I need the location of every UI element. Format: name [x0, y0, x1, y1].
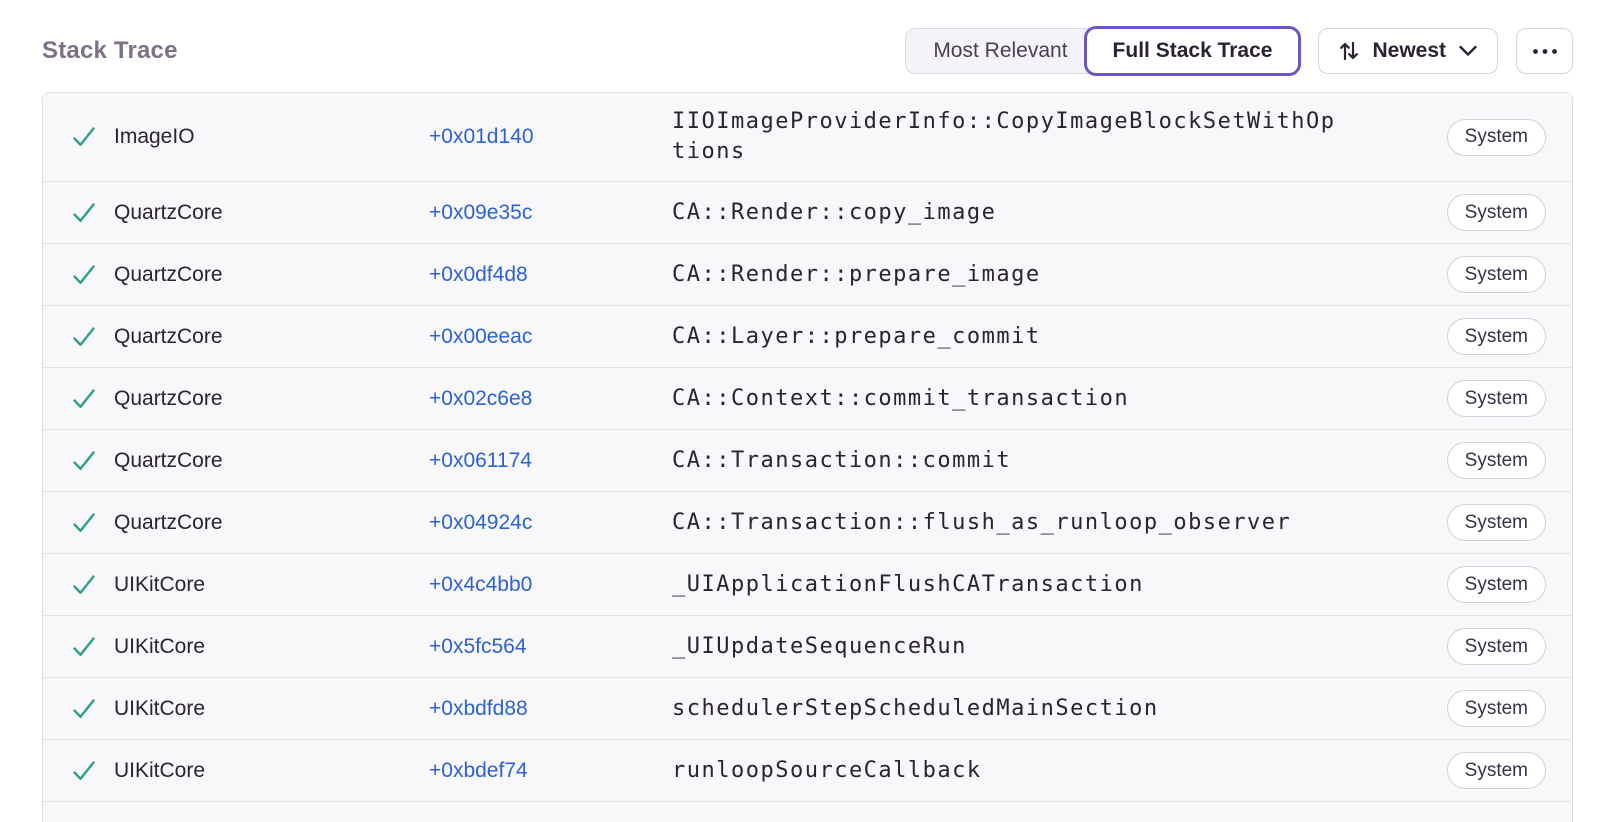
frame-address[interactable]: +0x01d140 — [429, 125, 534, 148]
check-icon — [71, 696, 97, 722]
frame-function: CA::Context::commit_transaction — [672, 385, 1130, 411]
frame-package: QuartzCore — [114, 324, 223, 348]
frame-system-badge: System — [1446, 504, 1546, 541]
check-icon — [71, 124, 97, 150]
frame-function: CA::Render::prepare_image — [672, 261, 1041, 287]
frame-function: CA::Layer::prepare_commit — [672, 323, 1041, 349]
stack-trace-panel: ImageIO +0x01d140 IIOImageProviderInfo::… — [42, 92, 1573, 822]
frame-function: runloopSourceCallback — [672, 757, 982, 783]
frame-package: UIKitCore — [114, 758, 206, 782]
frame-system-badge: System — [1446, 318, 1546, 355]
table-row[interactable]: ImageIO +0x01d140 IIOImageProviderInfo::… — [43, 93, 1572, 181]
table-row[interactable]: UIKitCore +0xbdef74 runloopSourceCallbac… — [43, 739, 1572, 801]
frame-address[interactable]: +0x02c6e8 — [429, 386, 533, 410]
frame-address[interactable]: +0x0df4d8 — [429, 262, 528, 286]
frame-system-badge: System — [1446, 194, 1546, 231]
frame-address[interactable]: +0x4c4bb0 — [429, 572, 533, 596]
frame-system-badge: System — [1446, 628, 1546, 665]
page-title: Stack Trace — [42, 37, 178, 64]
segment-most-relevant[interactable]: Most Relevant — [905, 28, 1096, 74]
sort-button[interactable]: Newest — [1318, 28, 1498, 74]
table-row[interactable]: QuartzCore +0x09e35c CA::Render::copy_im… — [43, 181, 1572, 243]
more-options-button[interactable] — [1516, 28, 1573, 74]
table-row[interactable]: QuartzCore +0x061174 CA::Transaction::co… — [43, 429, 1572, 491]
frame-function: CA::Transaction::commit — [672, 447, 1012, 473]
frame-package: QuartzCore — [114, 510, 223, 534]
stack-trace-view-toggle: Most Relevant Full Stack Trace — [905, 26, 1302, 76]
frame-package: UIKitCore — [114, 572, 206, 596]
frame-function: CA::Render::copy_image — [672, 199, 997, 225]
frame-function: schedulerStepScheduledMainSection — [672, 695, 1159, 721]
frame-address[interactable]: +0x09e35c — [429, 200, 533, 224]
table-row[interactable]: QuartzCore +0x04924c CA::Transaction::fl… — [43, 491, 1572, 553]
frame-package: UIKitCore — [114, 634, 206, 658]
sort-arrows-icon — [1338, 39, 1360, 63]
frame-system-badge: System — [1446, 690, 1546, 727]
table-row[interactable]: QuartzCore +0x00eeac CA::Layer::prepare_… — [43, 305, 1572, 367]
table-row[interactable]: QuartzCore +0x02c6e8 CA::Context::commit… — [43, 367, 1572, 429]
frame-address[interactable]: +0xbdef74 — [429, 758, 528, 782]
frame-function: _UIApplicationFlushCATransaction — [672, 571, 1144, 597]
table-row-partial — [43, 801, 1572, 822]
frame-function: _UIUpdateSequenceRun — [672, 633, 967, 659]
frame-address[interactable]: +0x00eeac — [429, 324, 533, 348]
frame-package: QuartzCore — [114, 386, 223, 410]
table-row[interactable]: UIKitCore +0x4c4bb0 _UIApplicationFlushC… — [43, 553, 1572, 615]
check-icon — [71, 200, 97, 226]
frame-address[interactable]: +0x061174 — [429, 448, 532, 472]
header-controls: Most Relevant Full Stack Trace Newest — [905, 26, 1573, 76]
frame-system-badge: System — [1446, 752, 1546, 789]
chevron-down-icon — [1458, 45, 1478, 57]
check-icon — [71, 572, 97, 598]
frame-system-badge: System — [1446, 566, 1546, 603]
stack-trace-list: ImageIO +0x01d140 IIOImageProviderInfo::… — [43, 93, 1572, 822]
frame-address[interactable]: +0x5fc564 — [429, 634, 527, 658]
frame-package: ImageIO — [114, 125, 195, 148]
frame-function: IIOImageProviderInfo::CopyImageBlockSetW… — [672, 109, 1336, 164]
table-row[interactable]: UIKitCore +0xbdfd88 schedulerStepSchedul… — [43, 677, 1572, 739]
check-icon — [71, 758, 97, 784]
frame-package: QuartzCore — [114, 262, 223, 286]
check-icon — [71, 262, 97, 288]
sort-button-label: Newest — [1372, 39, 1446, 62]
stack-trace-header: Stack Trace Most Relevant Full Stack Tra… — [42, 26, 1573, 76]
table-row[interactable]: QuartzCore +0x0df4d8 CA::Render::prepare… — [43, 243, 1572, 305]
frame-system-badge: System — [1446, 118, 1546, 156]
check-icon — [71, 386, 97, 412]
table-row[interactable]: UIKitCore +0x5fc564 _UIUpdateSequenceRun… — [43, 615, 1572, 677]
frame-system-badge: System — [1446, 442, 1546, 479]
frame-address[interactable]: +0x04924c — [429, 510, 533, 534]
check-icon — [71, 634, 97, 660]
frame-package: UIKitCore — [114, 696, 206, 720]
frame-address[interactable]: +0xbdfd88 — [429, 696, 528, 720]
frame-package: QuartzCore — [114, 200, 223, 224]
frame-package: QuartzCore — [114, 448, 223, 472]
frame-system-badge: System — [1446, 256, 1546, 293]
check-icon — [71, 324, 97, 350]
check-icon — [71, 448, 97, 474]
frame-system-badge: System — [1446, 380, 1546, 417]
check-icon — [71, 510, 97, 536]
segment-full-stack-trace[interactable]: Full Stack Trace — [1083, 26, 1302, 76]
frame-function: CA::Transaction::flush_as_runloop_observ… — [672, 509, 1292, 535]
ellipsis-icon — [1531, 48, 1559, 55]
